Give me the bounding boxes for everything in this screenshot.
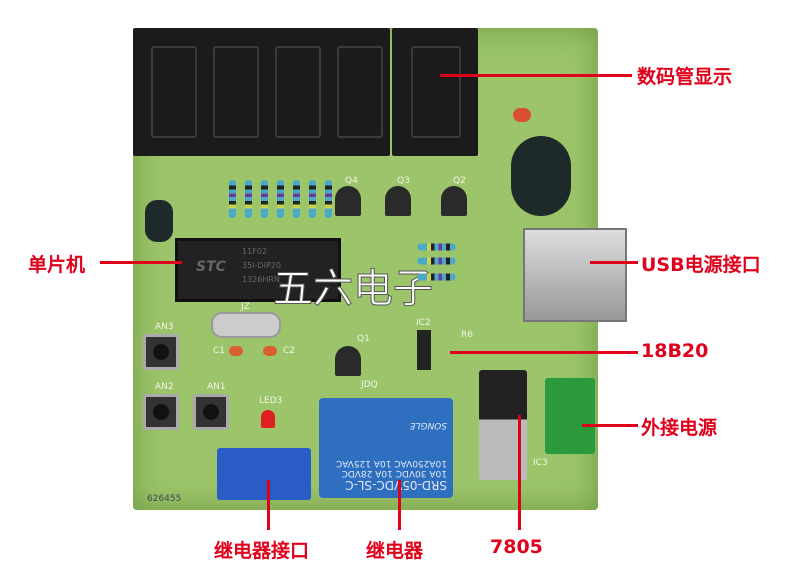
callout-7805: 7805	[490, 536, 543, 558]
button-an1[interactable]	[193, 394, 229, 430]
label-c1: C1	[213, 346, 226, 356]
electrolytic-capacitor-large	[511, 136, 571, 216]
seven-segment-display-4digit	[133, 28, 390, 156]
pcb-board: Q4 Q3 Q2 STC 11F02 35I-DIP20 1326HRN 五六电…	[133, 28, 627, 510]
label-q2: Q2	[453, 176, 466, 186]
label-q3: Q3	[397, 176, 410, 186]
power-terminal	[545, 378, 595, 454]
chip-brand: STC	[196, 259, 226, 275]
usb-port	[523, 228, 627, 322]
chip-text: 35I-DIP20	[242, 261, 281, 270]
label-led3: LED3	[259, 396, 283, 406]
relay-terminal	[217, 448, 311, 500]
ds18b20-socket	[417, 330, 431, 370]
led3	[261, 410, 275, 428]
transistor-q4	[335, 186, 361, 216]
label-jz: JZ	[241, 302, 250, 312]
transistor-q3	[385, 186, 411, 216]
relay-model: SRD-05VDC-SL-C	[345, 478, 447, 492]
label-ic3: IC3	[533, 458, 548, 468]
callout-display: 数码管显示	[637, 66, 733, 88]
button-an3[interactable]	[143, 334, 179, 370]
chip-text: 11F02	[242, 247, 267, 256]
serial-number: 626455	[147, 494, 182, 504]
relay-rating: 10A 30VDC 10A 28VDC	[341, 468, 447, 478]
chip-text: 1326HRN	[242, 275, 280, 284]
mcu-chip: STC 11F02 35I-DIP20 1326HRN	[175, 238, 341, 302]
label-an2: AN2	[155, 382, 174, 392]
callout-mcu: 单片机	[28, 254, 86, 276]
callout-usb: USB电源接口	[641, 254, 761, 276]
label-an3: AN3	[155, 322, 174, 332]
callout-relay: 继电器	[366, 540, 424, 562]
transistor-q1	[335, 346, 361, 376]
crystal-jz	[211, 312, 281, 338]
label-an1: AN1	[207, 382, 226, 392]
callout-relay-port: 继电器接口	[214, 540, 310, 562]
label-ic2: IC2	[416, 318, 431, 328]
relay-brand: SONGLE	[409, 420, 447, 430]
button-an2[interactable]	[143, 394, 179, 430]
callout-18b20: 18B20	[641, 340, 709, 362]
label-q4: Q4	[345, 176, 358, 186]
relay: SRD-05VDC-SL-C 10A 30VDC 10A 28VDC 10A25…	[319, 398, 453, 498]
relay-rating: 10A250VAC 10A 125VAC	[335, 458, 447, 468]
electrolytic-capacitor-small	[145, 200, 173, 242]
label-q1: Q1	[357, 334, 370, 344]
watermark: 五六电子	[273, 266, 434, 313]
callout-power: 外接电源	[641, 417, 718, 439]
transistor-q2	[441, 186, 467, 216]
label-c2: C2	[283, 346, 296, 356]
seven-segment-display-1digit	[392, 28, 478, 156]
label-r6: R6	[461, 330, 473, 340]
label-jdq: JDQ	[361, 380, 378, 390]
